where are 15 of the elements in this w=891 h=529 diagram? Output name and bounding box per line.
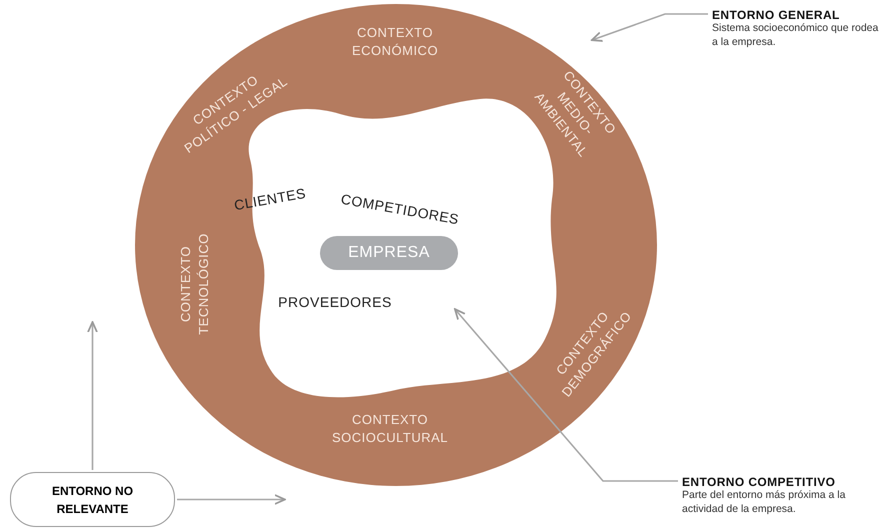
label-box: ENTORNO NO RELEVANTE — [10, 472, 175, 527]
stakeholder-label: PROVEEDORES — [278, 294, 392, 310]
callout-title: ENTORNO GENERAL — [712, 8, 841, 22]
context-label: CONTEXTO ECONÓMICO — [350, 24, 440, 60]
callout-title: ENTORNO COMPETITIVO — [682, 475, 836, 489]
callout-text: Parte del entorno más próxima a la actividad de la empresa. — [682, 489, 846, 516]
callout-text: Sistema socioeconómico que rodea a la empresa. — [712, 22, 880, 50]
leader-line — [454, 308, 678, 482]
leader-line — [590, 13, 708, 42]
stakeholder-label: CLIENTES — [232, 184, 308, 214]
company-pill: EMPRESA — [320, 236, 458, 270]
context-label: CONTEXTO TECNOLÓGICO — [176, 232, 212, 337]
arrow — [87, 321, 98, 470]
context-label: CONTEXTO SOCIOCULTURAL — [330, 410, 450, 447]
arrow — [177, 494, 286, 505]
